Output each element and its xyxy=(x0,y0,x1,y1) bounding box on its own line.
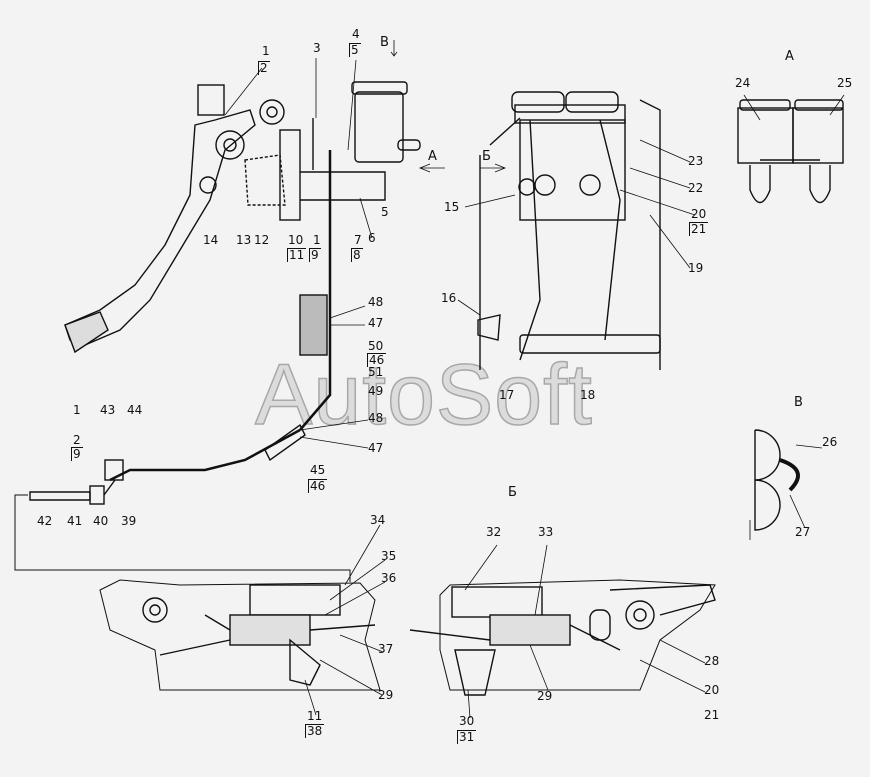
callout: 2 xyxy=(258,61,270,75)
callout: 35 xyxy=(381,549,397,563)
callout: 30 xyxy=(459,714,475,728)
watermark: AutoSoft xyxy=(254,346,593,444)
callout: 36 xyxy=(381,571,397,585)
callout: 28 xyxy=(704,654,720,668)
slave-cylinder-right xyxy=(409,579,716,696)
view-arrow-a: А xyxy=(428,149,437,164)
callout: 20 xyxy=(691,207,707,221)
clutch-pedal xyxy=(64,84,285,354)
callout: 34 xyxy=(370,513,386,527)
callout: 39 xyxy=(121,514,137,528)
callout: 27 xyxy=(795,525,811,539)
slave-cylinder-left xyxy=(99,579,381,691)
callout: 47 xyxy=(368,316,384,330)
callout: 12 xyxy=(254,233,270,247)
view-arrow-b: Б xyxy=(482,149,491,164)
hydraulic-tube xyxy=(299,150,332,431)
callout: 49 xyxy=(368,384,384,398)
detail-view-v xyxy=(754,429,800,531)
pedal-box-view xyxy=(477,91,661,370)
callout: 45 xyxy=(310,463,326,477)
callout: 31 xyxy=(457,730,477,744)
callout: 13 xyxy=(236,233,252,247)
callout: 6 xyxy=(368,231,376,245)
callout: 46 xyxy=(367,353,387,367)
callout: 21 xyxy=(689,222,709,236)
callout: 32 xyxy=(486,525,502,539)
callout: 25 xyxy=(837,76,853,90)
callout: 16 xyxy=(441,291,457,305)
view-title-a: А xyxy=(785,49,794,64)
callout: 17 xyxy=(499,388,515,402)
reservoir-view-a xyxy=(737,99,844,204)
callout: 10 xyxy=(288,233,304,247)
callout: 24 xyxy=(735,76,751,90)
view-title-b: Б xyxy=(508,485,517,500)
callout: 29 xyxy=(537,689,553,703)
callout: 40 xyxy=(93,514,109,528)
callout: 19 xyxy=(688,261,704,275)
callout: 5 xyxy=(381,205,389,219)
callout: 1 xyxy=(313,233,321,247)
view-title-v: В xyxy=(794,395,803,410)
callout: 20 xyxy=(704,683,720,697)
callout: 46 xyxy=(308,479,328,493)
callout: 7 xyxy=(354,233,362,247)
callout: 48 xyxy=(368,411,384,425)
callout: 41 xyxy=(67,514,83,528)
callout: 33 xyxy=(538,525,554,539)
hose-fitting xyxy=(29,459,124,505)
callout: 8 xyxy=(351,248,363,262)
leader-lines xyxy=(224,40,845,719)
callout: 48 xyxy=(368,295,384,309)
callout: 14 xyxy=(203,233,219,247)
callout: 9 xyxy=(309,248,321,262)
callout: 4 xyxy=(352,27,360,41)
callout: 23 xyxy=(688,154,704,168)
callout: 18 xyxy=(580,388,596,402)
callout: 51 xyxy=(368,365,384,379)
callout: 3 xyxy=(313,41,321,55)
callout: 38 xyxy=(305,724,325,738)
callout: 11 xyxy=(307,709,323,723)
view-label-v: В xyxy=(380,35,389,50)
callout: 26 xyxy=(822,435,838,449)
callout: 1 xyxy=(73,403,81,417)
callout: 43 xyxy=(100,403,116,417)
master-cylinder xyxy=(244,81,421,221)
callout: 42 xyxy=(37,514,53,528)
callout: 15 xyxy=(444,200,460,214)
callout: 37 xyxy=(378,642,394,656)
callout: 5 xyxy=(349,43,361,57)
callout: 50 xyxy=(368,339,384,353)
callout: 1 xyxy=(262,44,270,58)
callout: 21 xyxy=(704,708,720,722)
callout: 11 xyxy=(287,248,307,262)
callout: 22 xyxy=(688,181,704,195)
callout: 44 xyxy=(127,403,143,417)
callout: 2 xyxy=(73,433,81,447)
callout: 29 xyxy=(378,688,394,702)
callout: 9 xyxy=(71,447,83,461)
callout: 47 xyxy=(368,441,384,455)
